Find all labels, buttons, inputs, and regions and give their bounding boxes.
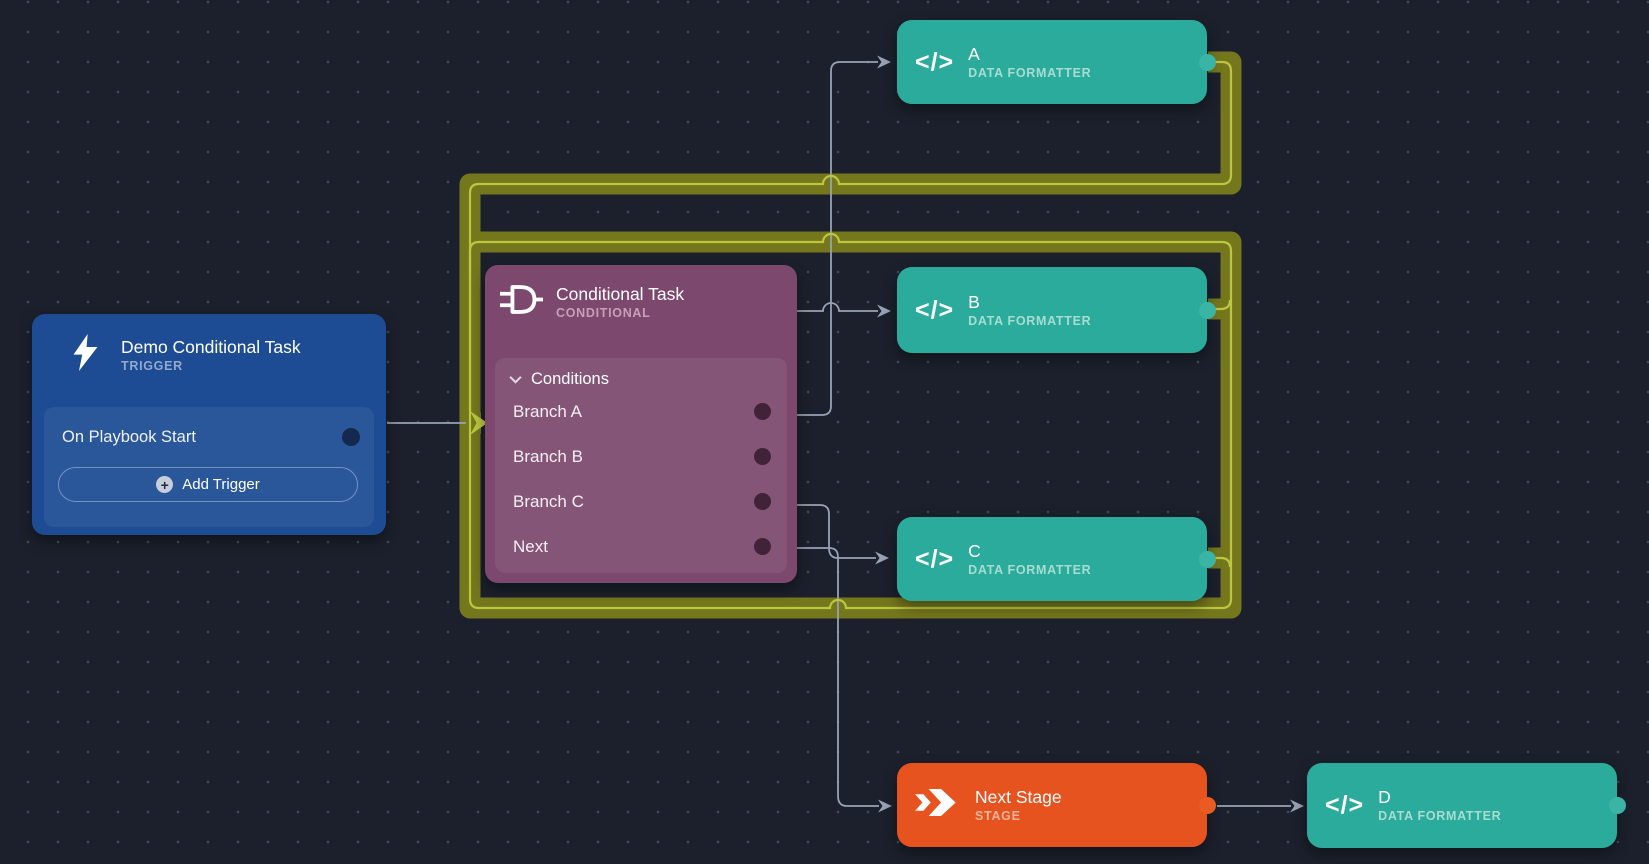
loop-line-b-stub (1208, 299, 1232, 311)
arrowhead-stage (878, 799, 892, 813)
trigger-row-on-playbook-start[interactable]: On Playbook Start (44, 407, 374, 467)
branch-row-b[interactable]: Branch B (495, 434, 787, 479)
node-conditional-task[interactable]: Conditional Task CONDITIONAL Conditions … (485, 265, 797, 583)
node-c-output-port[interactable] (1199, 550, 1216, 568)
edge-branchb-to-b (797, 302, 878, 312)
node-title: D (1378, 787, 1391, 808)
branch-row-c[interactable]: Branch C (495, 479, 787, 524)
node-title: B (968, 291, 980, 312)
trigger-output-port[interactable] (342, 428, 360, 446)
trigger-subtitle: TRIGGER (121, 358, 183, 373)
loop-arrowhead (470, 411, 488, 435)
node-a-output-port[interactable] (1199, 53, 1216, 71)
trigger-title: Demo Conditional Task (121, 336, 301, 357)
conditional-title: Conditional Task (556, 283, 685, 304)
conditions-panel: Conditions Branch A Branch B Branch C Ne… (495, 358, 787, 573)
branch-label: Next (513, 536, 548, 556)
code-brackets-icon: </> (915, 295, 955, 324)
branch-a-output-port[interactable] (754, 403, 771, 420)
code-brackets-icon: </> (915, 47, 955, 76)
code-brackets-icon: </> (1325, 791, 1365, 819)
loop-line-a (468, 60, 1233, 412)
lightning-icon (72, 334, 99, 376)
chevron-down-icon (509, 370, 522, 389)
branch-c-output-port[interactable] (754, 493, 771, 510)
add-trigger-label: Add Trigger (182, 476, 260, 493)
node-data-formatter-a[interactable]: </> A DATA FORMATTER (897, 20, 1216, 104)
node-d-output-port[interactable] (1609, 797, 1626, 814)
node-data-formatter-d[interactable]: </> D DATA FORMATTER (1307, 763, 1626, 848)
node-next-stage[interactable]: Next Stage STAGE (897, 763, 1216, 847)
stage-output-port[interactable] (1199, 796, 1216, 814)
stage-chevrons-icon (915, 789, 961, 821)
branch-row-next[interactable]: Next (495, 524, 787, 569)
node-subtitle: DATA FORMATTER (968, 562, 1092, 577)
node-data-formatter-b[interactable]: </> B DATA FORMATTER (897, 267, 1216, 353)
branch-label: Branch C (513, 491, 584, 511)
node-subtitle: DATA FORMATTER (968, 313, 1092, 328)
conditions-section-toggle[interactable]: Conditions (495, 358, 787, 389)
conditional-subtitle: CONDITIONAL (556, 305, 651, 320)
arrowhead-a (877, 55, 891, 69)
logic-gate-icon (500, 281, 544, 323)
next-output-port[interactable] (754, 538, 771, 555)
node-trigger[interactable]: Demo Conditional Task TRIGGER On Playboo… (32, 314, 386, 535)
arrowhead-b (877, 304, 891, 318)
loop-line-c-stub (1208, 556, 1232, 568)
node-subtitle: DATA FORMATTER (968, 65, 1092, 80)
branch-row-a[interactable]: Branch A (495, 389, 787, 434)
branch-label: Branch B (513, 446, 583, 466)
node-data-formatter-c[interactable]: </> C DATA FORMATTER (897, 517, 1216, 601)
edge-brancha-to-a (797, 61, 878, 416)
arrowhead-d (1290, 799, 1304, 813)
node-subtitle: STAGE (975, 808, 1021, 823)
edge-branchc-to-c (797, 504, 876, 559)
trigger-row-label: On Playbook Start (62, 427, 196, 446)
loop-line-ring (468, 232, 1233, 610)
node-subtitle: DATA FORMATTER (1378, 809, 1502, 824)
node-title: A (968, 43, 980, 64)
arrowhead-c (875, 551, 889, 565)
node-title: C (968, 540, 981, 561)
edge-next-to-stage (797, 547, 879, 807)
add-trigger-button[interactable]: + Add Trigger (58, 467, 358, 502)
plus-icon: + (156, 476, 174, 493)
trigger-panel: On Playbook Start + Add Trigger (44, 407, 374, 527)
code-brackets-icon: </> (915, 544, 955, 573)
branch-b-output-port[interactable] (754, 448, 771, 465)
node-b-output-port[interactable] (1199, 301, 1216, 319)
node-title: Next Stage (975, 786, 1062, 807)
branch-label: Branch A (513, 401, 582, 421)
conditions-section-label: Conditions (531, 370, 609, 388)
